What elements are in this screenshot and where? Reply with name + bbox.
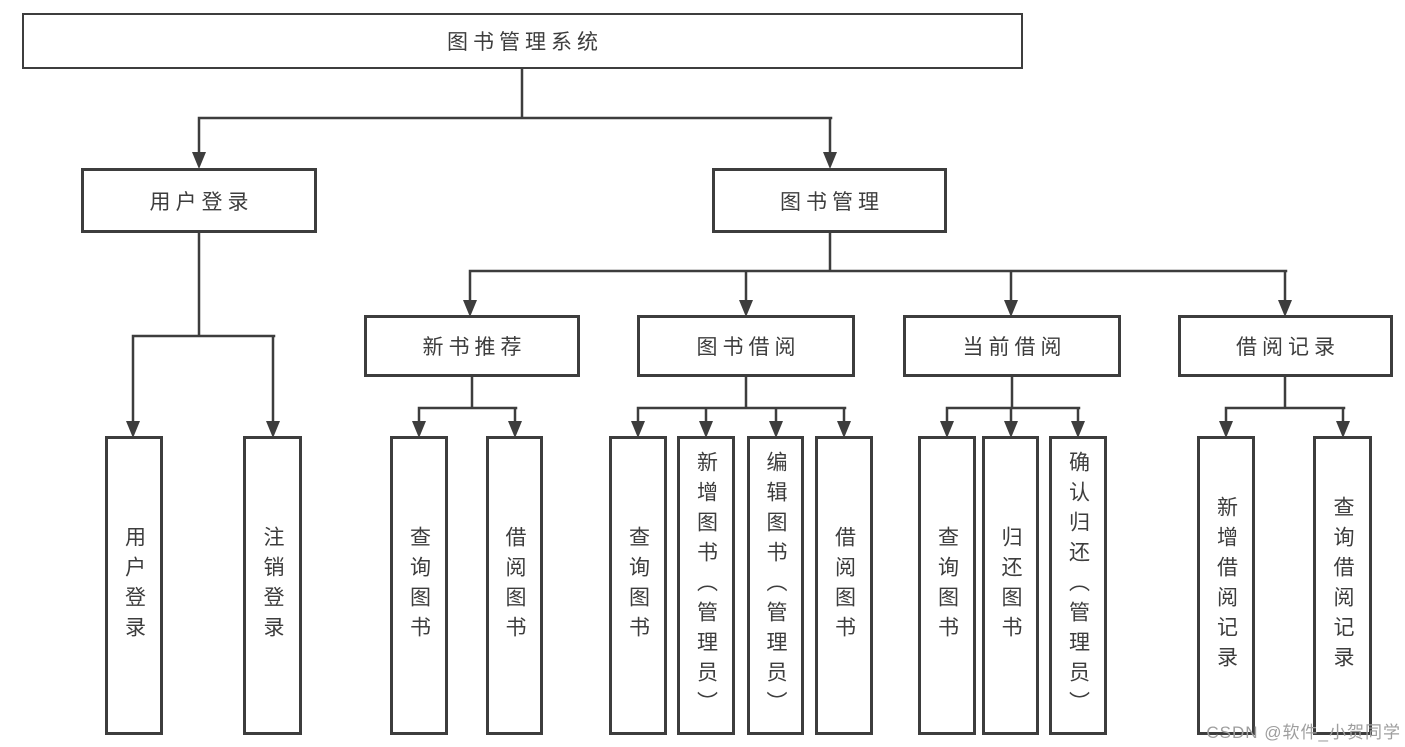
node-book-management: 图书管理: [712, 168, 947, 233]
csdn-watermark: CSDN @软件_小贺同学: [1206, 723, 1401, 742]
connector-edges: [131, 67, 1346, 426]
arrowhead: [412, 421, 426, 438]
leaf-query-books-borrow: 查询图书: [609, 436, 667, 735]
node-root-system: 图书管理系统: [22, 13, 1023, 69]
arrowhead: [1004, 300, 1018, 317]
node-current-borrow: 当前借阅: [903, 315, 1121, 377]
edge-book-borrow-split: [636, 375, 847, 426]
arrowhead: [699, 421, 713, 438]
arrowhead: [739, 300, 753, 317]
edge-root-split: [197, 67, 833, 157]
node-user-login: 用户登录: [81, 168, 317, 233]
leaf-query-borrow-record: 查询借阅记录: [1313, 436, 1372, 735]
edge-user-login-split: [131, 231, 276, 426]
arrowhead: [837, 421, 851, 438]
leaf-logout: 注销登录: [243, 436, 302, 735]
arrowhead: [769, 421, 783, 438]
arrowhead: [463, 300, 477, 317]
connector-arrowheads: [126, 152, 1350, 438]
arrowhead: [266, 421, 280, 438]
arrowhead: [1278, 300, 1292, 317]
edge-book-mgmt-split: [468, 231, 1288, 305]
arrowhead: [940, 421, 954, 438]
node-book-borrow: 图书借阅: [637, 315, 855, 377]
arrowhead: [192, 152, 206, 169]
leaf-add-books-admin: 新增图书（管理员）: [677, 436, 735, 735]
leaf-add-borrow-record: 新增借阅记录: [1197, 436, 1255, 735]
leaf-confirm-return-admin: 确认归还（管理员）: [1049, 436, 1107, 735]
leaf-edit-books-admin: 编辑图书（管理员）: [747, 436, 804, 735]
leaf-return-books: 归还图书: [982, 436, 1039, 735]
leaf-query-books-recommend: 查询图书: [390, 436, 448, 735]
arrowhead: [631, 421, 645, 438]
leaf-borrow-books: 借阅图书: [815, 436, 873, 735]
leaf-user-login: 用户登录: [105, 436, 163, 735]
arrowhead: [1219, 421, 1233, 438]
node-borrow-record: 借阅记录: [1178, 315, 1393, 377]
edge-current-borrow-split: [945, 375, 1081, 426]
leaf-borrow-books-recommend: 借阅图书: [486, 436, 543, 735]
arrowhead: [1336, 421, 1350, 438]
leaf-query-books-current: 查询图书: [918, 436, 976, 735]
edge-new-book-split: [417, 375, 518, 426]
arrowhead: [126, 421, 140, 438]
arrowhead: [508, 421, 522, 438]
arrowhead: [823, 152, 837, 169]
arrowhead: [1004, 421, 1018, 438]
arrowhead: [1071, 421, 1085, 438]
node-new-book-recommend: 新书推荐: [364, 315, 580, 377]
edge-borrow-record-split: [1224, 375, 1346, 426]
